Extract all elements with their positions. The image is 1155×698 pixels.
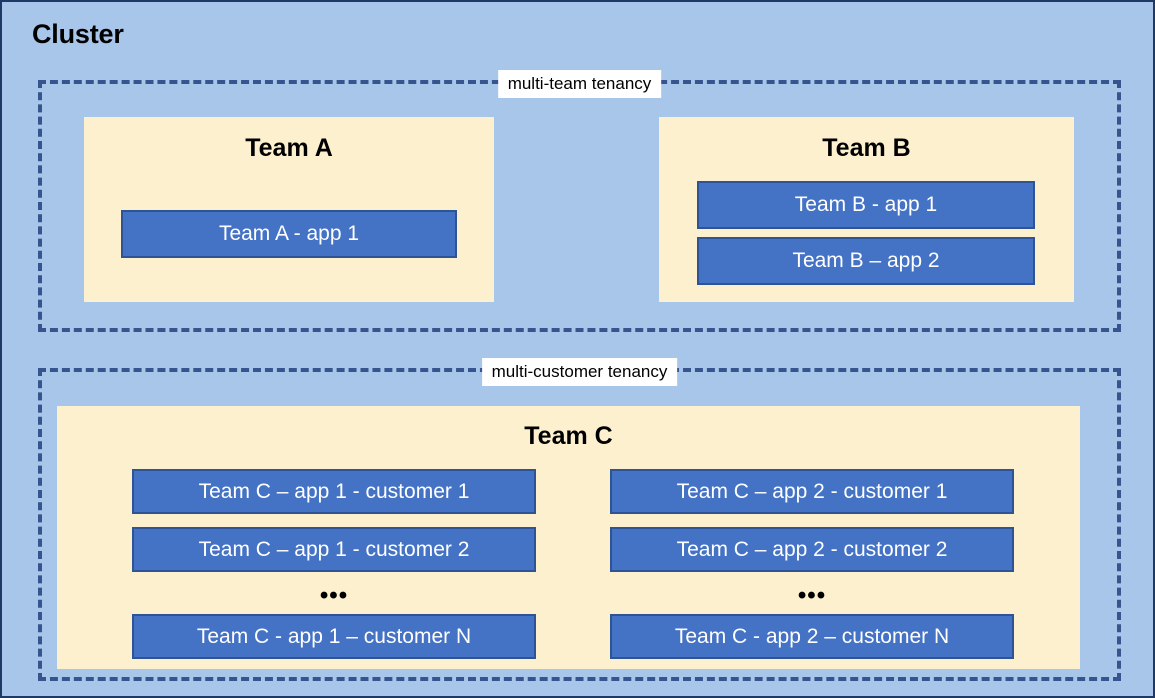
app-box-team-c-app-2-customer-n[interactable]: Team C - app 2 – customer N xyxy=(610,614,1014,659)
team-panel-team-b: Team B Team B - app 1 Team B – app 2 xyxy=(659,117,1074,302)
team-title-team-a: Team A xyxy=(245,134,333,162)
team-title-team-c: Team C xyxy=(524,422,613,450)
page-title: Cluster xyxy=(32,19,124,49)
app-box-team-c-app-1-customer-1[interactable]: Team C – app 1 - customer 1 xyxy=(132,469,536,514)
app-box-team-c-app-1-customer-n[interactable]: Team C - app 1 – customer N xyxy=(132,614,536,659)
tenancy-zone-multi-team: multi-team tenancy xyxy=(38,70,1121,332)
app-box-team-b-app-1[interactable]: Team B - app 1 xyxy=(697,181,1035,229)
app-box-team-c-app-2-customer-1[interactable]: Team C – app 2 - customer 1 xyxy=(610,469,1014,514)
app-box-team-a-app-1[interactable]: Team A - app 1 xyxy=(121,210,457,258)
app-box-team-c-app-1-customer-2[interactable]: Team C – app 1 - customer 2 xyxy=(132,527,536,572)
team-panel-team-a: Team A Team A - app 1 xyxy=(84,117,494,302)
tenancy-zone-label-multi-team: multi-team tenancy xyxy=(497,70,662,98)
team-title-team-b: Team B xyxy=(822,134,911,162)
tenancy-zone-label-multi-customer: multi-customer tenancy xyxy=(481,358,678,386)
tenancy-zone-multi-customer: multi-customer tenancy xyxy=(38,358,1121,681)
team-panel-team-c: Team C Team C – app 1 - customer 1 Team … xyxy=(57,406,1080,669)
app-box-team-c-app-2-customer-2[interactable]: Team C – app 2 - customer 2 xyxy=(610,527,1014,572)
ellipsis-team-c-app-1: ••• xyxy=(319,582,349,609)
app-box-team-b-app-2[interactable]: Team B – app 2 xyxy=(697,237,1035,285)
ellipsis-team-c-app-2: ••• xyxy=(797,582,827,609)
